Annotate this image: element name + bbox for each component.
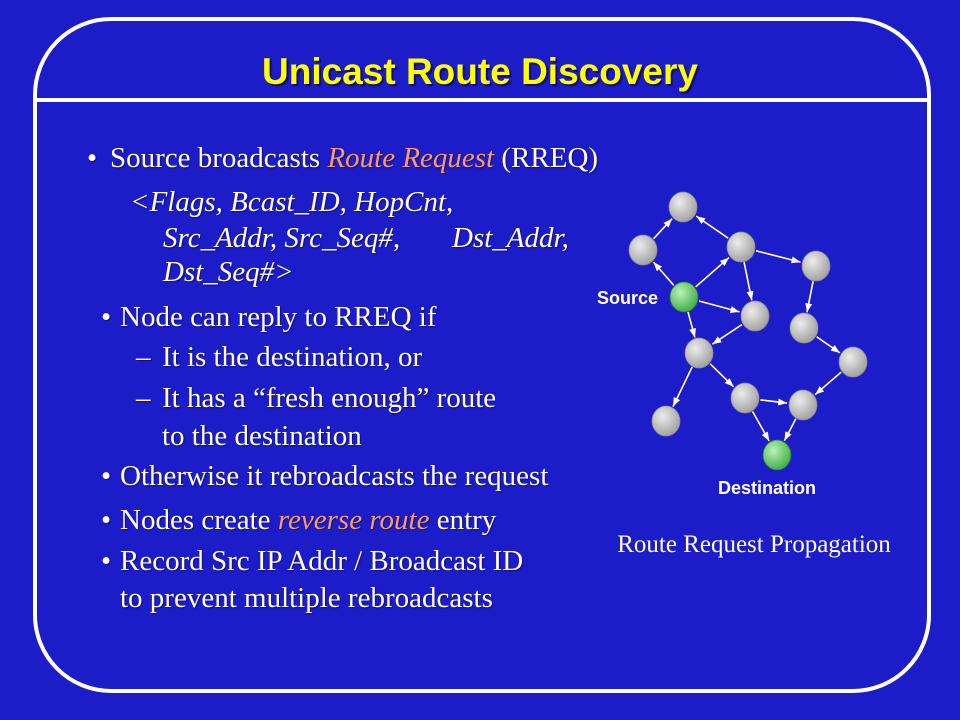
reply-condition: It is the destination, or xyxy=(162,341,423,373)
bullet-icon: • xyxy=(101,301,112,333)
bullet-icon: • xyxy=(87,142,98,174)
bullet-record: Record Src IP Addr / Broadcast ID xyxy=(120,545,524,577)
bullet-text: (RREQ) xyxy=(494,142,599,174)
rreq-format-line: Dst_Addr, xyxy=(452,222,569,254)
dash-icon: – xyxy=(136,382,151,414)
bullet-reverse-route: Nodes create reverse route entry xyxy=(120,503,496,537)
bullet-icon: • xyxy=(101,504,112,536)
route-request-term: Route Request xyxy=(327,142,495,174)
bullet-reply: Node can reply to RREQ if xyxy=(120,301,437,333)
reverse-route-term: reverse route xyxy=(277,504,430,536)
slide-title: Unicast Route Discovery xyxy=(262,51,698,92)
title-divider xyxy=(33,98,931,102)
bullet-icon: • xyxy=(101,545,112,577)
slide-frame xyxy=(33,17,931,693)
bullet-text: entry xyxy=(429,504,497,536)
rreq-format-line: Src_Addr, Src_Seq#, xyxy=(163,222,401,254)
bullet-broadcast: Source broadcasts Route Request (RREQ) xyxy=(110,141,598,175)
rreq-format-line: Dst_Seq#> xyxy=(163,256,294,288)
bullet-text: Source broadcasts xyxy=(110,142,328,174)
bullet-icon: • xyxy=(101,460,112,492)
reply-condition: It has a “fresh enough” route xyxy=(162,382,497,414)
reply-condition-continued: to the destination xyxy=(162,420,362,452)
bullet-record-continued: to prevent multiple rebroadcasts xyxy=(120,582,493,614)
rreq-format-line: <Flags, Bcast_ID, HopCnt, xyxy=(130,186,454,218)
bullet-rebroadcast: Otherwise it rebroadcasts the request xyxy=(120,460,549,492)
bullet-text: Nodes create xyxy=(120,504,278,536)
dash-icon: – xyxy=(136,341,151,373)
